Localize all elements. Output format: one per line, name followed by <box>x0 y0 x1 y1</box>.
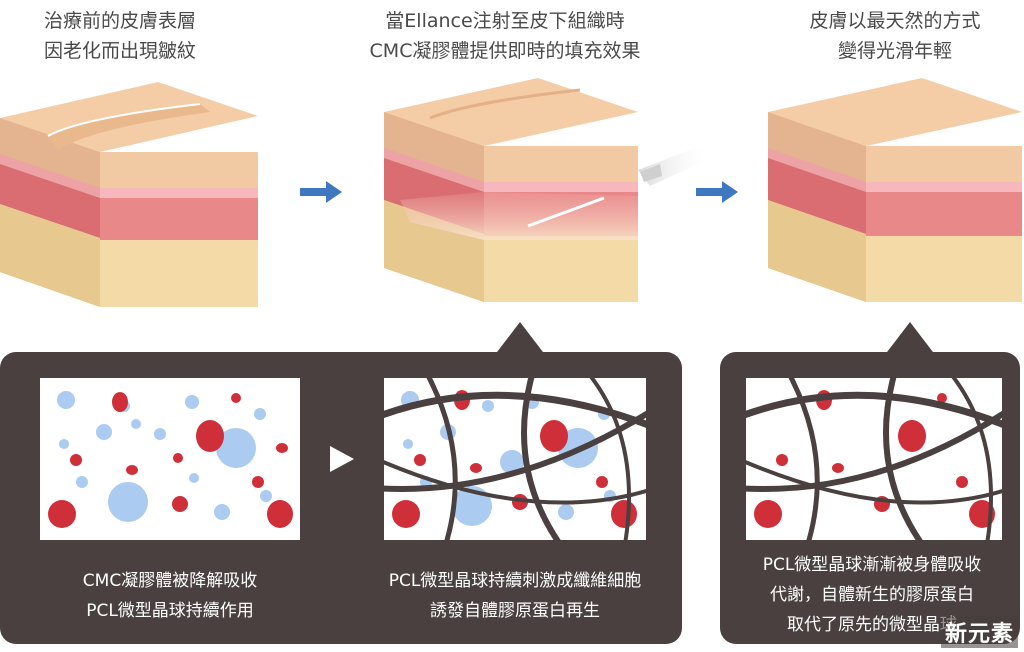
caption-injection: 當Ellance注射至皮下組織時 CMC凝膠體提供即時的填充效果 <box>330 6 680 66</box>
panel-text-absorption-line2: 代謝，自體新生的膠原蛋白 <box>770 585 974 605</box>
caption-before-line1: 治療前的皮膚表層 <box>43 10 196 32</box>
arrow-right-icon <box>300 181 342 203</box>
panel-text-degradation-line2: PCL微型晶球持續作用 <box>86 601 254 621</box>
caption-before-line2: 因老化而出現皺紋 <box>43 40 196 62</box>
micro-view-degradation <box>40 378 300 540</box>
play-arrow-icon <box>330 446 354 472</box>
caption-after-line1: 皮膚以最天然的方式 <box>809 10 981 32</box>
skin-cube-before <box>0 82 258 307</box>
watermark-logo: 新元素 <box>940 616 1018 648</box>
panel-pointer-icon <box>884 322 936 356</box>
panel-text-stimulation-line2: 誘發自體膠原蛋白再生 <box>430 601 600 621</box>
caption-after: 皮膚以最天然的方式 變得光滑年輕 <box>790 6 1000 66</box>
micro-view-collagen-stimulation <box>384 378 646 540</box>
caption-after-line2: 變得光滑年輕 <box>837 40 952 62</box>
skin-cube-after <box>768 78 1022 302</box>
panel-text-absorption: PCL微型晶球漸漸被身體吸收 代謝，自體新生的膠原蛋白 取代了原先的微型晶球 <box>730 550 1014 640</box>
caption-before: 治療前的皮膚表層 因老化而出現皺紋 <box>20 6 220 66</box>
caption-injection-line2: CMC凝膠體提供即時的填充效果 <box>369 40 641 62</box>
panel-text-absorption-line3: 取代了原先的微型晶球 <box>787 615 957 635</box>
skin-cube-injection <box>384 78 712 302</box>
panel-text-degradation-line1: CMC凝膠體被降解吸收 <box>82 571 258 591</box>
caption-injection-line1: 當Ellance注射至皮下組織時 <box>385 10 625 32</box>
panel-text-degradation: CMC凝膠體被降解吸收 PCL微型晶球持續作用 <box>40 566 300 626</box>
panel-text-absorption-line1: PCL微型晶球漸漸被身體吸收 <box>762 555 982 575</box>
panel-text-stimulation: PCL微型晶球持續刺激成纖維細胞 誘發自體膠原蛋白再生 <box>360 566 670 626</box>
skin-cubes-illustration <box>0 78 1022 307</box>
micro-view-absorption <box>746 378 1002 540</box>
panel-pointer-icon <box>494 322 546 356</box>
panel-text-stimulation-line1: PCL微型晶球持續刺激成纖維細胞 <box>388 571 642 591</box>
arrow-right-icon <box>696 181 738 203</box>
